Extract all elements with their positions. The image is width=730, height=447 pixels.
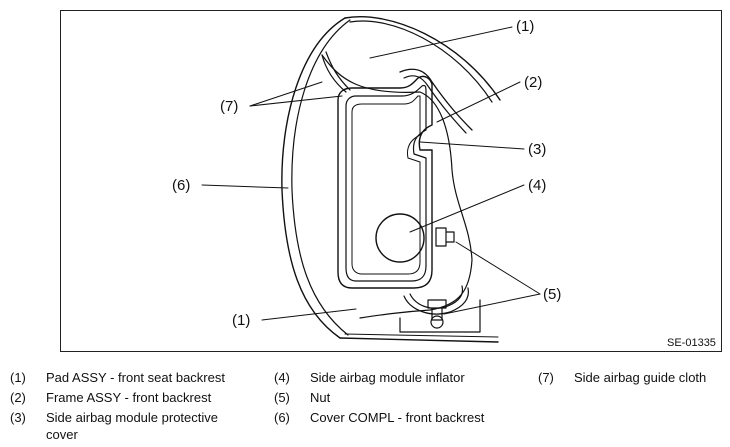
leader-7a xyxy=(249,81,323,107)
nut-upper xyxy=(435,227,455,247)
leader-2 xyxy=(436,81,521,123)
callout-1-bottom: (1) xyxy=(232,312,250,329)
legend-number: (7) xyxy=(538,370,554,385)
legend-item-7: (7) Side airbag guide cloth xyxy=(538,369,728,386)
legend-item-4: (4) Side airbag module inflator xyxy=(274,369,524,386)
leader-1-bottom xyxy=(261,308,357,321)
pad-body xyxy=(321,54,473,319)
legend-number: (4) xyxy=(274,370,290,385)
bottom-bracket xyxy=(403,287,470,315)
legend-text: Frame ASSY - front backrest xyxy=(46,390,212,405)
legend-item-5: (5) Nut xyxy=(274,389,524,406)
protective-cover-inner-2 xyxy=(351,95,421,275)
legend-item-1: (1) Pad ASSY - front seat backrest xyxy=(10,369,260,386)
legend-number: (2) xyxy=(10,390,26,405)
leader-1-top xyxy=(369,26,513,59)
callout-3: (3) xyxy=(528,141,546,158)
legend-item-3: (3) Side airbag module protective cover xyxy=(10,409,240,443)
leader-4 xyxy=(409,184,525,233)
base-line-2 xyxy=(344,333,499,338)
legend-number: (3) xyxy=(10,410,26,425)
legend-number: (5) xyxy=(274,390,290,405)
callout-5: (5) xyxy=(543,286,561,303)
protective-cover-outer xyxy=(337,75,433,289)
bottom-bracket-2 xyxy=(409,285,464,309)
diagram-frame xyxy=(60,10,722,352)
frame-assy xyxy=(399,68,473,131)
leader-3 xyxy=(419,141,525,150)
legend-text: Side airbag module protective cover xyxy=(46,410,218,442)
frame-assy-inner xyxy=(403,75,467,134)
nut-lower-head xyxy=(430,315,444,329)
pad-top-edge-inner xyxy=(349,20,493,103)
legend-text: Pad ASSY - front seat backrest xyxy=(46,370,225,385)
figure-code: SE-01335 xyxy=(667,337,716,349)
protective-cover-inner xyxy=(345,84,427,282)
leader-5a xyxy=(455,241,541,295)
legend-text: Side airbag guide cloth xyxy=(574,370,707,385)
guide-cloth xyxy=(321,54,347,93)
leader-7b xyxy=(249,95,343,107)
legend-text: Side airbag module inflator xyxy=(310,370,465,385)
base-block xyxy=(399,299,481,333)
legend-text: Nut xyxy=(310,390,331,405)
callout-7: (7) xyxy=(220,98,238,115)
guide-cloth-2 xyxy=(325,51,351,91)
callout-4: (4) xyxy=(528,177,546,194)
cover-outline-inner xyxy=(291,19,351,336)
leader-5b xyxy=(443,293,541,315)
legend-item-2: (2) Frame ASSY - front backrest xyxy=(10,389,260,406)
legend-number: (1) xyxy=(10,370,26,385)
callout-2: (2) xyxy=(524,74,542,91)
callout-6: (6) xyxy=(172,177,190,194)
legend-number: (6) xyxy=(274,410,290,425)
legend-text: Cover COMPL - front backrest xyxy=(310,410,485,425)
cover-outline xyxy=(281,17,346,339)
callout-1-top: (1) xyxy=(516,18,534,35)
legend: (1) Pad ASSY - front seat backrest (2) F… xyxy=(0,365,730,447)
pad-top-edge xyxy=(344,16,501,101)
base-line xyxy=(339,337,499,343)
legend-item-6: (6) Cover COMPL - front backrest xyxy=(274,409,524,426)
leader-6 xyxy=(201,184,289,189)
inflator-circle xyxy=(375,213,425,263)
